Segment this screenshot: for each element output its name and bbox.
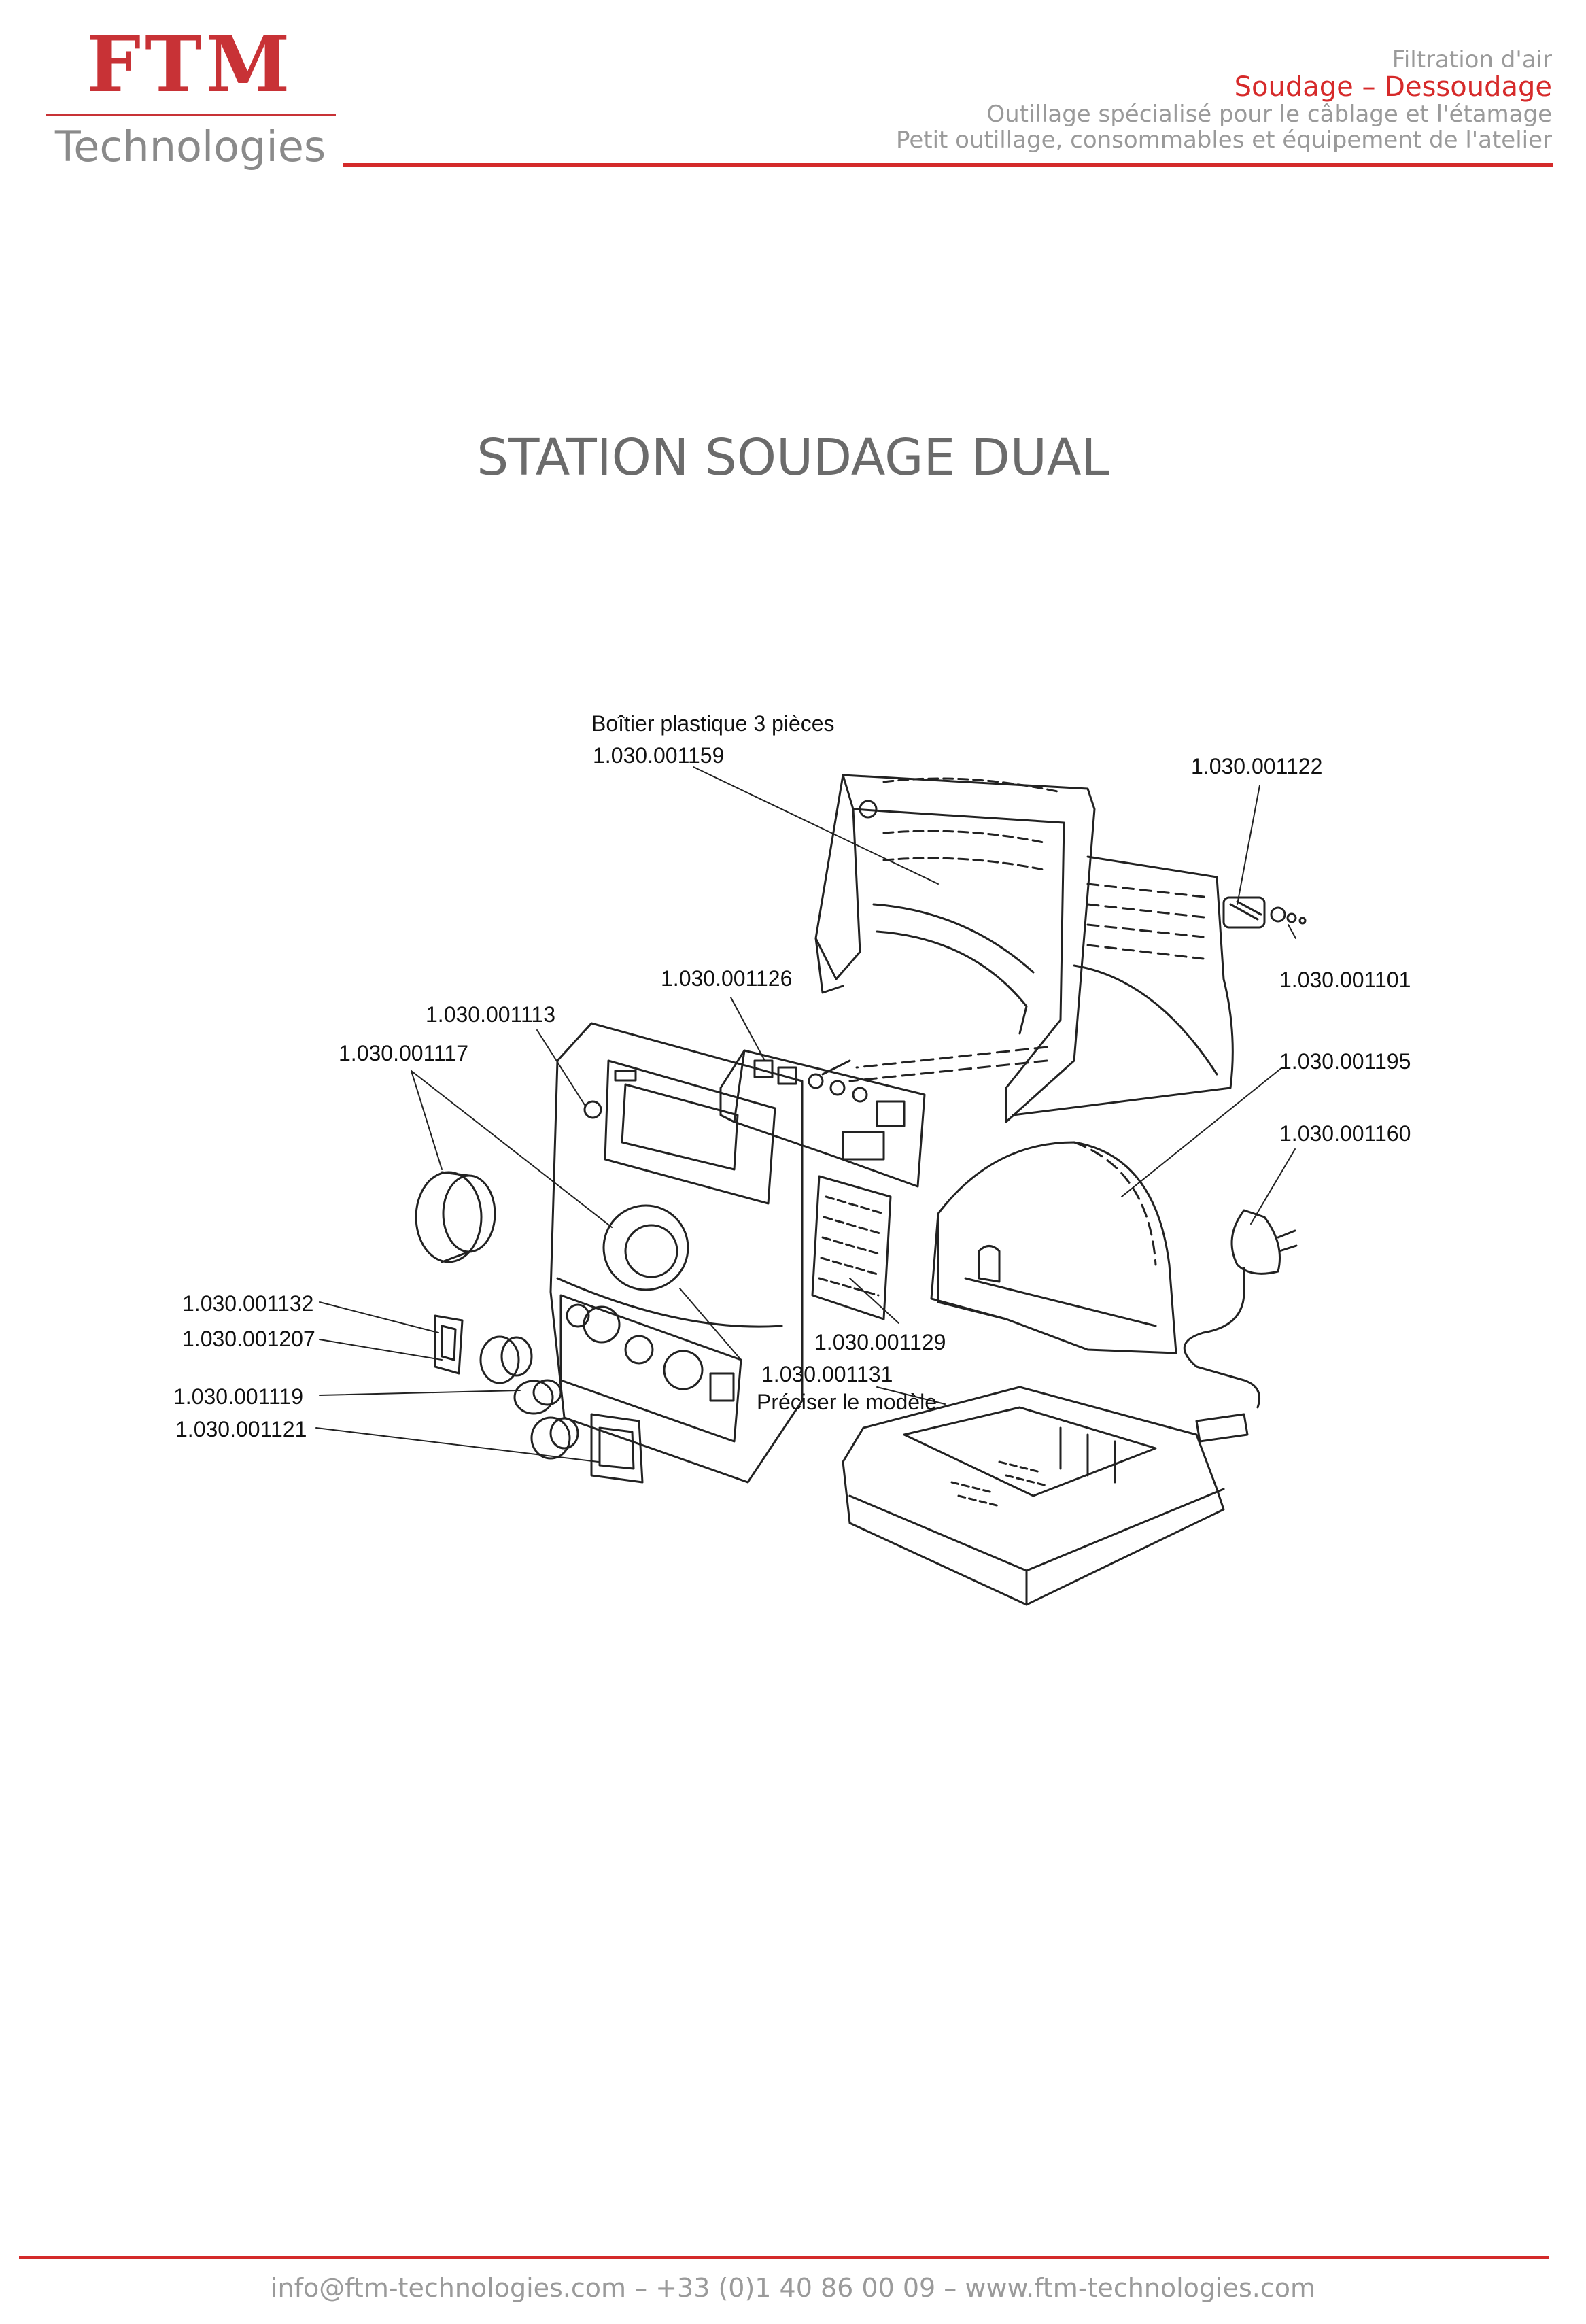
leader-lines [315,766,1296,1463]
logo-ftm: FTM [86,20,294,109]
logo-technologies: Technologies [54,122,326,171]
connectors-drawing [434,1314,644,1484]
nav-item-outillage-cablage[interactable]: Outillage spécialisé pour le câblage et … [986,101,1552,128]
label-part-1113: 1.030.001113 [426,1002,555,1027]
label-part-1126: 1.030.001126 [661,966,793,991]
logo-divider [46,114,336,116]
nav-item-filtration[interactable]: Filtration d'air [1392,46,1552,73]
front-panel-drawing [549,1022,804,1484]
label-part-1160: 1.030.001160 [1279,1121,1411,1146]
fan-connector-drawing [1222,896,1307,929]
footer-contact: info@ftm-technologies.com – +33 (0)1 40 … [270,2273,1316,2303]
label-part-1101: 1.030.001101 [1279,968,1411,992]
label-boitier-description: Boîtier plastique 3 pièces [591,711,835,736]
nav-item-petit-outillage[interactable]: Petit outillage, consommables et équipem… [896,126,1552,154]
label-part-1129: 1.030.001129 [814,1330,946,1354]
label-part-1121: 1.030.001121 [175,1417,307,1441]
footer-rule [19,2256,1549,2259]
power-cord-drawing [1183,1209,1298,1443]
label-part-1122: 1.030.001122 [1191,754,1323,779]
label-part-1159: 1.030.001159 [593,743,725,768]
label-part-1117: 1.030.001117 [339,1041,468,1065]
header-rule [343,163,1553,167]
rear-housing-drawing [814,774,1234,1123]
label-part-1132: 1.030.001132 [182,1291,314,1316]
circuit-board-drawing [719,1049,926,1188]
label-part-1207: 1.030.001207 [182,1327,315,1351]
label-part-1131-note: Préciser le modèle [757,1390,937,1414]
label-part-1119: 1.030.001119 [173,1384,303,1409]
knob-drawing [415,1171,496,1263]
base-tray-drawing [842,1386,1225,1606]
label-part-1195: 1.030.001195 [1279,1049,1411,1074]
heatsink-drawing [811,1175,892,1320]
label-part-1131: 1.030.001131 [761,1362,893,1386]
page-title: STATION SOUDAGE DUAL [477,428,1109,487]
holder-drum-drawing [930,1141,1177,1354]
nav-item-soudage-active[interactable]: Soudage – Dessoudage [1234,71,1552,103]
